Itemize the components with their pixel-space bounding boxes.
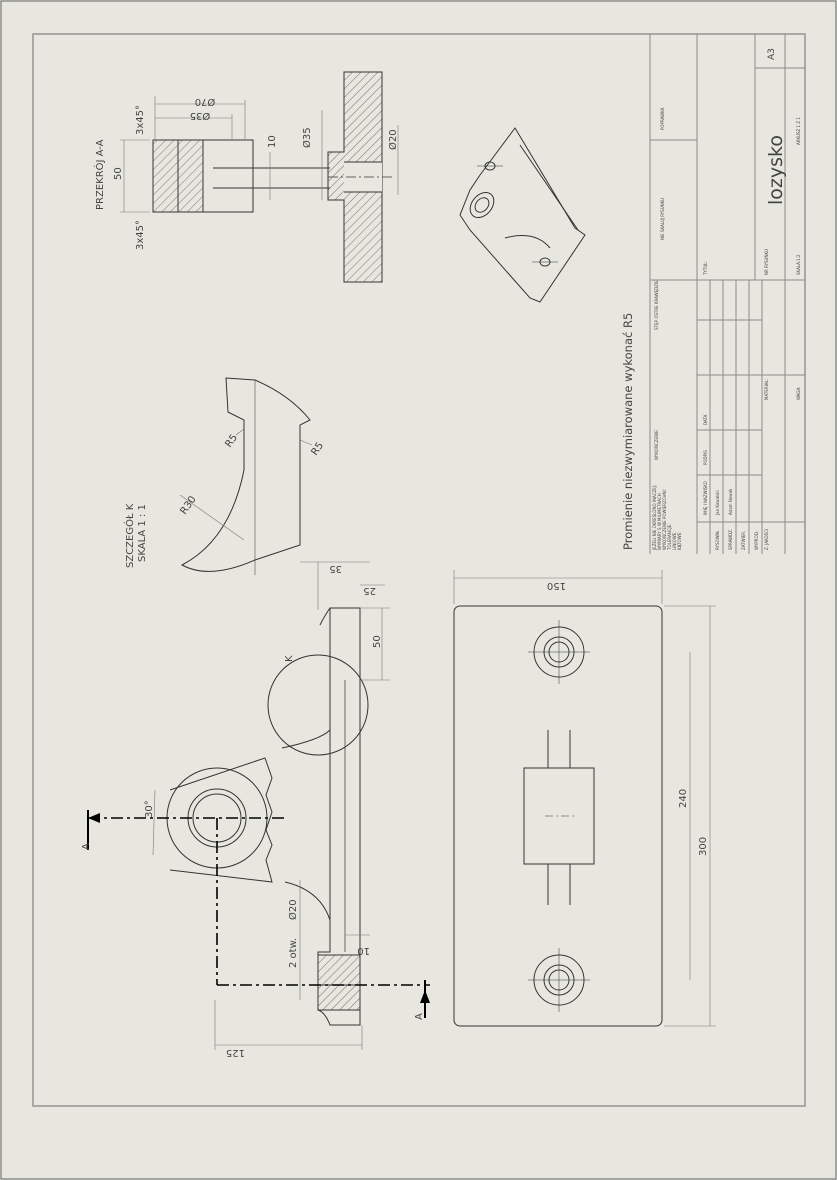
row-header: WYPROD. [754,531,759,550]
remark-line: WYMIARY S W MILIMETRACH [657,493,662,550]
sheet-size: A3 [767,48,777,60]
section-dimensions: Ø70 Ø35 50 3x45° 3x45° 10 Ø35 Ø20 [113,96,399,250]
scale-label: SKALA:1:2 [796,254,801,275]
remark-line: KĄTOWE: [677,532,682,550]
col-header: DATA [703,414,708,425]
remark-line: WYKOŃCZENIE POWIERZCHNI: [662,489,667,550]
section-marker-a: A [81,843,92,850]
finish-label: WYKOŃCZENIE: [654,429,659,460]
dim-chamfer-b: 3x45° [135,220,146,250]
dim-50: 50 [372,635,383,648]
dim-angle: 30° [144,800,155,818]
top-view [453,570,716,1027]
dim-240: 240 [678,789,689,808]
dim-d35: Ø35 [301,127,313,148]
dim-25: 25 [363,585,376,596]
dim-h50: 50 [113,167,124,180]
remark-line: JEŻELI NIE OKREŚLONO INACZEJ: [652,485,657,551]
front-view [87,561,430,1050]
front-dimensions: K A A 35 25 50 30° Ø20 2 otw. 10 125 [81,563,425,1058]
top-dimensions: 150 240 300 [547,580,709,856]
deburr-label: STĘP OSTRE KRAWĘDZIE [654,280,659,330]
dim-d35-top: Ø35 [190,110,211,122]
col-header: PODPIS [703,450,708,465]
part-name: lozysko [765,135,787,205]
drawing-number: ARKUSZ 1 Z 1 [796,117,801,145]
detail-title: SZCZEGÓŁ K [123,503,136,568]
remark-line: LINIOWE: [672,531,677,550]
section-title: PRZEKRÓJ A-A [93,139,106,210]
row-header: SPRAWDZ. [728,529,733,550]
dim-150: 150 [547,580,566,591]
isometric-view [459,127,586,303]
dim-10: 10 [357,945,370,956]
title-label: TYTUŁ: [703,261,708,276]
row-header: ZATWIER. [741,531,746,550]
approval-table: IMIĘ I NAZWISKO PODPIS DATA RYSOWAŁ SPRA… [703,414,769,550]
detail-scale: SKALA 1 : 1 [137,504,148,562]
dim-125: 125 [226,1047,245,1058]
general-note: Promienie niezwymiarowane wykonać R5 [621,313,635,550]
dim-d20: Ø20 [387,129,399,150]
row-header: Z. JAKOŚCI [764,529,769,550]
dim-d70: Ø70 [195,96,216,108]
weight-label: WAGA: [796,386,801,400]
dim-d20: Ø20 [287,899,299,920]
material-label: MATERIAŁ: [764,379,769,400]
dim-10: 10 [267,135,278,148]
title-block [649,34,805,554]
remark-line: TOLERANCJE: [667,523,672,551]
row-header: RYSOWAŁ [715,530,720,550]
revision-label: POPRAWKA [660,107,665,130]
drawing-frame [32,33,806,1107]
checked-by: Adam Nowak [728,488,733,515]
detail-marker: K [284,655,295,662]
dim-300: 300 [698,837,709,856]
section-marker-a2: A [414,1013,425,1020]
dim-chamfer-a: 3x45° [135,105,146,135]
do-not-scale-label: NIE SKALUJ RYSUNKU [660,198,665,240]
col-header: IMIĘ I NAZWISKO [703,481,708,515]
dim-holes: 2 otw. [288,938,299,968]
remarks: JEŻELI NIE OKREŚLONO INACZEJ: WYMIARY S … [652,485,682,551]
section-view [120,71,399,283]
drawing-no-label: NR RYSUNKU [764,249,769,275]
drawn-by: Jan Kowalski [715,490,720,516]
detail-view [179,377,313,575]
dim-35: 35 [329,563,342,574]
